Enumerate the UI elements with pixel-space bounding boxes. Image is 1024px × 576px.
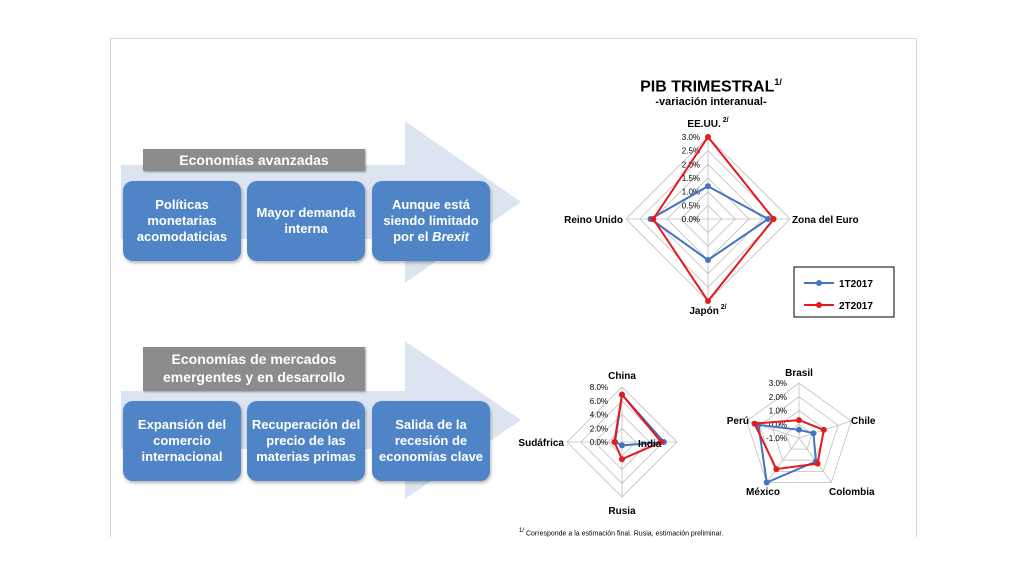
radar-tick-label: 0.0% — [682, 215, 700, 224]
radar-legend: 1T2017 2T2017 — [793, 266, 895, 318]
advanced-box-1-text: Políticas monetarias acomodaticias — [136, 197, 228, 244]
radar-series-point — [658, 439, 665, 445]
slide: Economías avanzadas Políticas monetarias… — [110, 38, 917, 537]
radar-tick-label: 2.5% — [682, 147, 700, 156]
radar-tick-label: 4.0% — [590, 411, 608, 420]
radar-tick-label: 1.5% — [682, 174, 700, 183]
radar-spoke — [766, 437, 800, 483]
radar-axis-label: Chile — [851, 416, 876, 427]
emerging-tag-line2: emergentes y en desarrollo — [162, 369, 346, 385]
radar-series-point — [705, 298, 711, 304]
radar-axis-label: Japón 2/ — [689, 304, 726, 317]
radar-series-line-2 — [752, 419, 825, 471]
advanced-tag: Economías avanzadas — [143, 149, 365, 171]
advanced-box-3-pre: Aunque está siendo limitado por el — [383, 197, 479, 244]
radar-series-point — [770, 216, 777, 222]
legend-marker — [816, 280, 822, 286]
radar-chart-1: 0.0% 0.5% 1.0% 1.5% 2.0% 2.5% 3.0% EE.UU. 2/Zon… — [564, 117, 895, 318]
chart-title-text: PIB TRIMESTRAL — [640, 78, 775, 96]
radar-tick-label: 3.0% — [769, 379, 787, 388]
radar-tick-label: 0.0% — [769, 420, 787, 429]
radar-axis-label: Zona del Euro — [792, 215, 859, 226]
emerging-tag: Economías de mercados emergentes y en de… — [143, 347, 365, 391]
radar-series-point — [820, 426, 827, 433]
radar-series-point — [650, 216, 657, 222]
legend-box — [793, 266, 895, 318]
emerging-box-3: Salida de la recesión de economías clave — [372, 401, 490, 481]
footnote-sup: 1/ — [519, 528, 525, 534]
footnote: 1/ Corresponde a la estimación final. Ru… — [519, 528, 723, 537]
advanced-box-2: Mayor demanda interna — [247, 181, 365, 261]
radar-series-point — [796, 426, 802, 433]
emerging-box-1-text: Expansión del comercio internacional — [137, 417, 227, 464]
radar-tick-label: 8.0% — [590, 383, 608, 392]
footnote-text: Corresponde a la estimación final. Rusia… — [525, 530, 724, 538]
radar-series-point — [705, 257, 711, 263]
radar-axis-label: Colombia — [829, 487, 875, 498]
radar-axis-label-sup: 2/ — [719, 304, 727, 311]
radar-tick-label: 2.0% — [769, 393, 787, 402]
radar-grid-ring — [759, 396, 839, 472]
radar-axis-label: India — [638, 439, 662, 450]
radar-axis-label: Reino Unido — [564, 215, 623, 226]
emerging-box-2: Recuperación del precio de las materias … — [247, 401, 365, 481]
radar-series-point — [810, 430, 817, 437]
radar-tick-label: 1.0% — [769, 407, 787, 416]
legend-marker — [816, 302, 822, 308]
advanced-box-3-text: Aunque está siendo limitado por el Brexi… — [372, 197, 490, 245]
radar-axis-label: Brasil — [785, 368, 813, 379]
emerging-box-2-text: Recuperación del precio de las materias … — [251, 417, 361, 464]
radar-series-point — [611, 439, 618, 445]
radar-chart-3: -1.0% 0.0% 1.0% 2.0% 3.0%BrasilChileColombia… — [727, 368, 876, 498]
radar-tick-label: 3.0% — [682, 133, 700, 142]
radar-tick-label: 0.0% — [590, 438, 608, 447]
radar-tick-label: 6.0% — [590, 397, 608, 406]
advanced-box-2-text: Mayor demanda interna — [256, 205, 356, 236]
radar-tick-label: 2.0% — [682, 160, 700, 169]
radar-axis-label: EE.UU. 2/ — [687, 117, 728, 130]
advanced-box-3: Aunque está siendo limitado por el Brexi… — [372, 181, 490, 261]
emerging-tag-line1: Economías de mercados — [171, 351, 337, 367]
radar-series-point — [814, 460, 821, 467]
chart-subtitle: -variación interanual- — [655, 96, 767, 108]
radar-axis-label: Perú — [727, 416, 749, 427]
radar-series-point — [796, 417, 802, 424]
advanced-box-1: Políticas monetarias acomodaticias — [123, 181, 241, 261]
chart-title: PIB TRIMESTRAL1/ — [591, 77, 831, 96]
legend-label: 2T2017 — [839, 301, 873, 312]
chart-title-sup: 1/ — [774, 77, 782, 87]
emerging-box-3-text: Salida de la recesión de economías clave — [378, 417, 484, 464]
radar-axis-label-sup: 2/ — [721, 117, 729, 124]
radar-axis-label: México — [746, 487, 780, 498]
radar-axis-label: Sudáfrica — [518, 438, 564, 449]
radar-series-point — [765, 216, 772, 222]
advanced-box-3-italic: Brexit — [432, 229, 469, 244]
radar-series-point — [619, 391, 625, 398]
radar-tick-label: 0.5% — [682, 201, 700, 210]
radar-charts: 0.0% 0.5% 1.0% 1.5% 2.0% 2.5% 3.0% EE.UU. 2/Zon… — [518, 117, 895, 517]
radar-tick-label: 2.0% — [590, 424, 608, 433]
radar-series-point — [619, 456, 625, 463]
radar-axis-label: China — [608, 371, 636, 382]
radar-series-point — [619, 442, 625, 449]
radar-series-point — [773, 466, 780, 473]
emerging-box-1: Expansión del comercio internacional — [123, 401, 241, 481]
legend-label: 1T2017 — [839, 279, 873, 290]
radar-grid-ring — [746, 382, 852, 483]
radar-tick-label: -1.0% — [766, 434, 787, 443]
radar-axis-label: Rusia — [608, 506, 636, 517]
radar-series-point — [705, 183, 711, 190]
radar-tick-label: 1.0% — [682, 188, 700, 197]
radar-series-point — [763, 479, 770, 486]
radar-series-point — [705, 134, 711, 140]
radar-series-point — [751, 420, 758, 427]
